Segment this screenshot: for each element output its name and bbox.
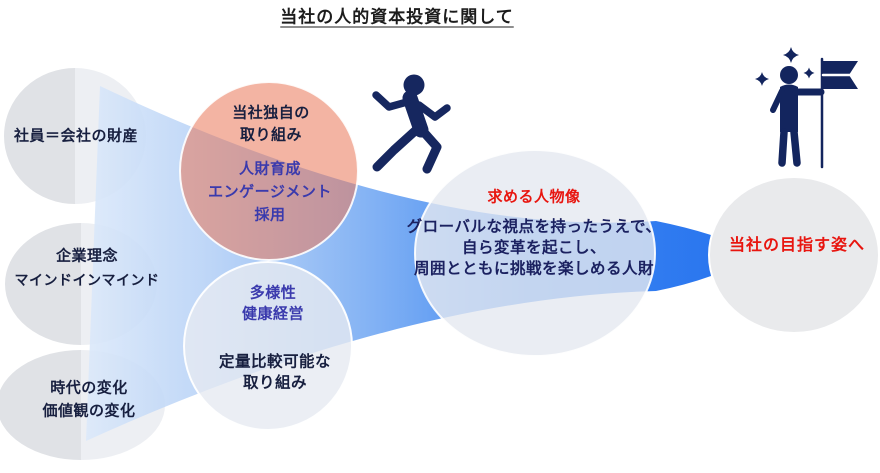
sparkle-icons: [755, 47, 815, 86]
runner-icon: [372, 74, 451, 174]
persona-body-3: 周囲とともに挑戦を楽しめる人財: [413, 259, 655, 278]
left-circle-change-label-2: 価値観の変化: [42, 401, 136, 420]
secondary-initiatives-circle: [183, 261, 353, 431]
persona-body-1: グローバルな視点を持ったうえで、: [406, 217, 662, 236]
unique-initiatives-item-1: 人財育成: [238, 159, 302, 178]
left-circle-change-label-1: 時代の変化: [50, 378, 128, 397]
goal-circle-label: 当社の目指す姿へ: [728, 235, 866, 254]
goal-circle: [708, 176, 880, 334]
unique-initiatives-circle: [179, 81, 359, 261]
page-title: 当社の人的資本投資に関して: [280, 7, 514, 28]
left-circle-philosophy-label-2: マインドインマインド: [14, 273, 160, 289]
unique-initiatives-item-3: 採用: [254, 205, 286, 224]
persona-circle: [414, 149, 656, 357]
flag-bearer-icon: [755, 47, 858, 169]
persona-body-2: 自ら変革を起こし、: [461, 238, 607, 257]
unique-initiatives-heading-1: 当社独自の: [232, 103, 310, 122]
unique-initiatives-heading-2: 取り組み: [239, 125, 303, 144]
secondary-note-1: 定量比較可能な: [218, 352, 332, 371]
persona-heading: 求める人物像: [487, 187, 581, 206]
secondary-item-2: 健康経営: [241, 304, 305, 323]
left-circle-employees-label: 社員＝会社の財産: [13, 126, 139, 145]
secondary-note-2: 取り組み: [242, 373, 308, 392]
unique-initiatives-item-2: エンゲージメント: [208, 182, 332, 201]
secondary-item-1: 多様性: [249, 283, 297, 302]
left-circle-philosophy-label-1: 企業理念: [55, 246, 119, 265]
